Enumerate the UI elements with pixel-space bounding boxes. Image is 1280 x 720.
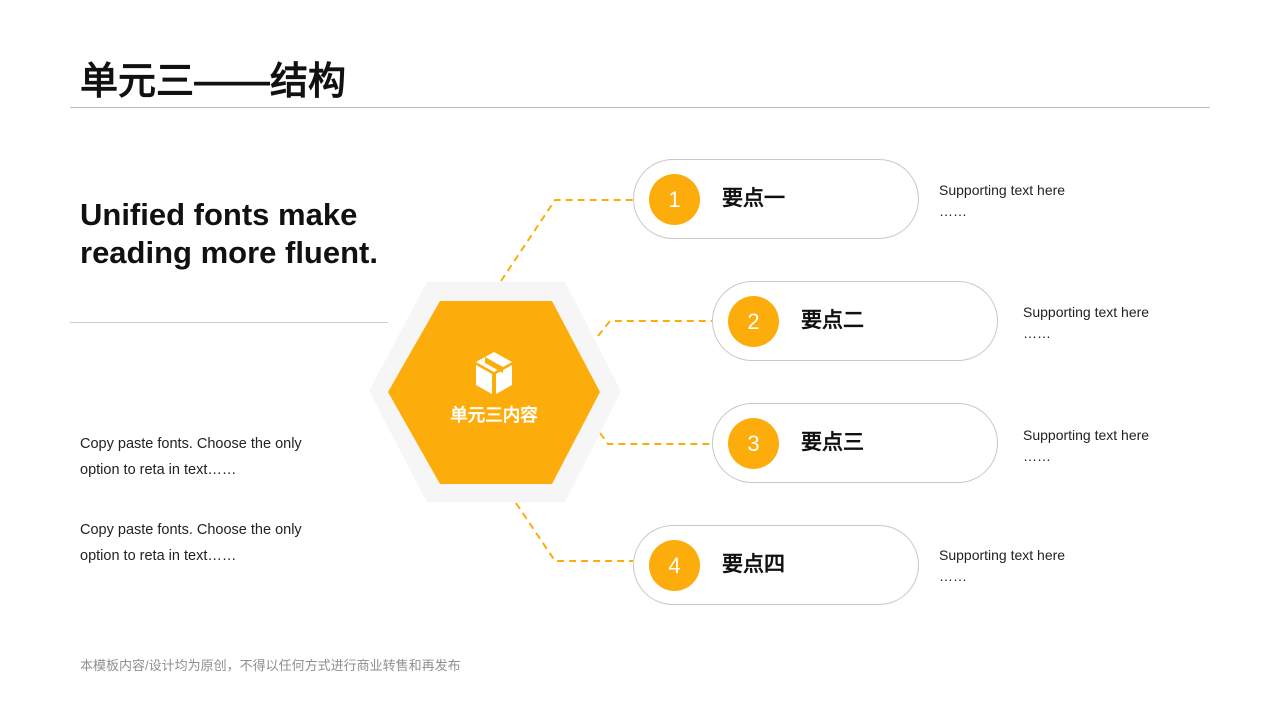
point-2-pill: 2 要点二 xyxy=(712,281,998,361)
point-1-label: 要点一 xyxy=(722,187,785,210)
point-4-label: 要点四 xyxy=(722,553,785,576)
point-4-pill: 4 要点四 xyxy=(633,525,919,605)
connector-2 xyxy=(597,320,712,337)
point-2-support: Supporting text here xyxy=(1023,304,1150,320)
point-2-number: 2 xyxy=(728,296,779,347)
body-paragraph-2: Copy paste fonts. Choose the only option… xyxy=(80,522,302,564)
footer-note: 本模板内容/设计均为原创，不得以任何方式进行商业转售和再发布 xyxy=(80,658,461,673)
left-divider xyxy=(70,322,388,323)
connector-4 xyxy=(515,502,633,562)
point-1-number: 1 xyxy=(649,174,700,225)
box-icon xyxy=(476,352,512,394)
point-3-label: 要点三 xyxy=(801,431,864,454)
connector-1 xyxy=(500,199,633,282)
point-4-support: Supporting text here xyxy=(939,547,1066,563)
center-label: 单元三内容 xyxy=(450,405,538,425)
point-1-support-more: …… xyxy=(939,203,967,219)
connector-3 xyxy=(599,432,712,445)
point-3-support-more: …… xyxy=(1023,448,1051,464)
headline: Unified fonts make reading more fluent. xyxy=(80,197,378,270)
point-4-support-more: …… xyxy=(939,568,967,584)
body-paragraph-1: Copy paste fonts. Choose the only option… xyxy=(80,436,302,478)
hexagon-core xyxy=(388,301,600,484)
point-3-support: Supporting text here xyxy=(1023,427,1150,443)
point-3-pill: 3 要点三 xyxy=(712,403,998,483)
page-title: 单元三——结构 xyxy=(80,61,347,103)
point-4-number: 4 xyxy=(649,540,700,591)
point-2-label: 要点二 xyxy=(801,309,864,332)
point-1-support: Supporting text here xyxy=(939,182,1066,198)
connectors xyxy=(500,199,712,562)
point-2-support-more: …… xyxy=(1023,325,1051,341)
point-1-pill: 1 要点一 xyxy=(633,159,919,239)
point-3-number: 3 xyxy=(728,418,779,469)
title-divider xyxy=(70,107,1210,108)
